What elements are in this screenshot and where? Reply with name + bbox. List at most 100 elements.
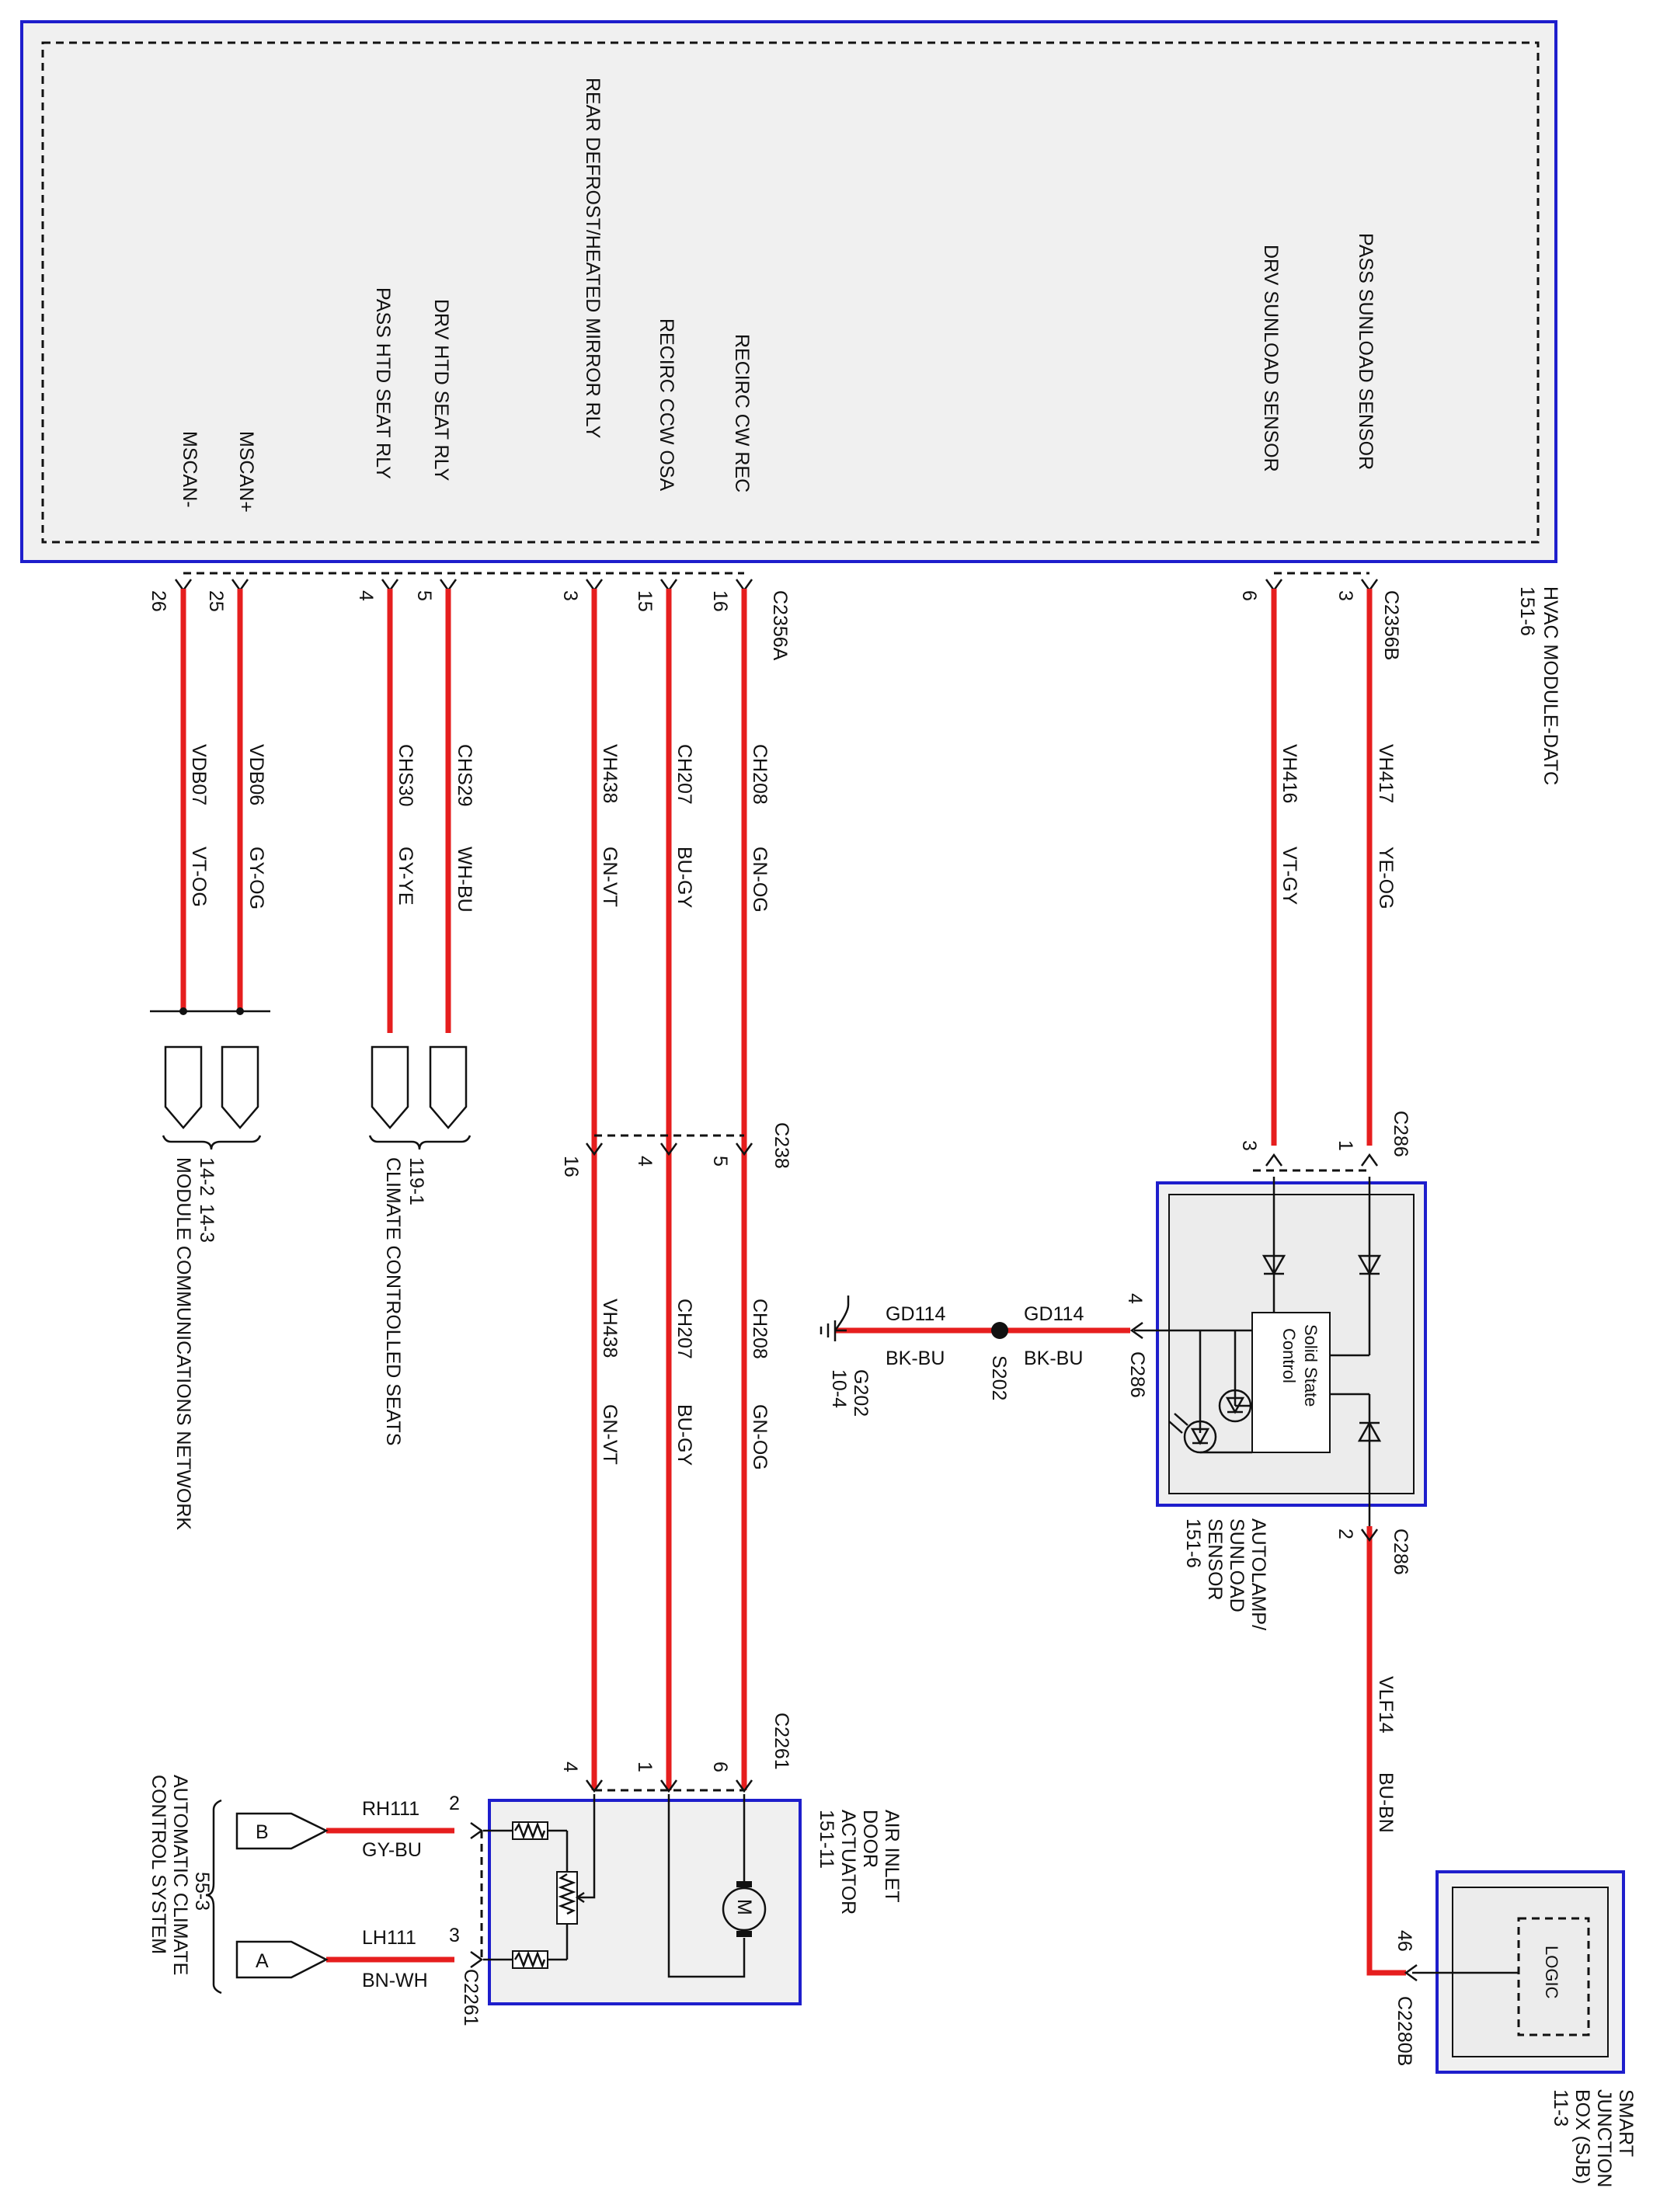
mcn-name: MODULE COMMUNICATIONS NETWORK [172, 1157, 194, 1530]
hvac-module-ref: 151-6 [1516, 586, 1538, 636]
wire-vh438: VH438 [599, 744, 621, 803]
c238-pin-16: 16 [560, 1156, 582, 1177]
acc-pin-a: A [256, 1950, 269, 1972]
c238-pin-5: 5 [709, 1156, 731, 1167]
wire-vlf14-color: BU-BN [1375, 1772, 1397, 1833]
sjb-logic: LOGIC [1542, 1946, 1561, 1999]
connector-c286-left: C286 [1126, 1351, 1148, 1398]
actuator-ref: 151-11 [816, 1810, 837, 1869]
pin-label-rear-defrost: REAR DEFROST/HEATED MIRROR RLY [582, 78, 604, 439]
c2261-pin-6: 6 [709, 1762, 731, 1772]
sensor-inner-1: Solid State [1301, 1324, 1321, 1407]
wire-rh111: RH111 [362, 1798, 419, 1820]
wire-gd114-b: GD114 [1024, 1303, 1084, 1325]
wires [180, 589, 1406, 1976]
pin-label-drv-htd-seat: DRV HTD SEAT RLY [430, 299, 452, 482]
c286-pin-1: 1 [1335, 1140, 1356, 1151]
wire-gd114-b-color: BK-BU [1024, 1348, 1083, 1369]
pin-25: 25 [205, 590, 227, 612]
c238-connector [585, 1134, 753, 1156]
ground-label-g202: G202 [850, 1369, 872, 1417]
c286-pin-4: 4 [1124, 1293, 1146, 1304]
connector-c2261-top: C2261 [771, 1713, 792, 1770]
wire-ch208: CH208 [749, 744, 771, 805]
sjb-name-3: BOX (SJB) [1571, 2089, 1593, 2184]
ground-g202 [820, 1296, 1008, 1341]
pin-label-mscan-minus: MSCAN- [179, 431, 200, 508]
ground-ref: 10-4 [828, 1369, 850, 1408]
wire-ch208-b-color: GN-OG [749, 1404, 771, 1470]
sensor-name-3: SENSOR [1204, 1518, 1226, 1601]
wire-gd114-a-color: BK-BU [886, 1348, 945, 1369]
air-inlet-door-actuator [469, 1779, 802, 2005]
pin-label-recirc-ccw: RECIRC CCW OSA [656, 318, 677, 492]
actuator-name-3: ACTUATOR [837, 1810, 859, 1915]
wire-vh438-b-color: GN-VT [599, 1404, 621, 1465]
splice-label-s202: S202 [988, 1355, 1010, 1400]
sensor-name-1: AUTOLAMP/ [1248, 1518, 1269, 1630]
pin-3b: 3 [1335, 590, 1356, 601]
smart-junction-box [1404, 1870, 1625, 2074]
motor-label: M [733, 1899, 755, 1915]
mcn-ref-1: 14-2 [196, 1157, 218, 1196]
c286-pin-2: 2 [1335, 1529, 1356, 1539]
ccs-ref: 119-1 [405, 1157, 427, 1205]
connector-c2261-left: C2261 [460, 1969, 482, 2026]
sjb-name-1: SMART [1615, 2089, 1637, 2157]
wire-lh111: LH111 [362, 1927, 416, 1949]
wire-ch208-color: GN-OG [749, 847, 771, 913]
automatic-climate-control-system [205, 1799, 329, 1995]
wire-vdb07: VDB07 [188, 744, 210, 805]
wire-vh438-color: GN-VT [599, 847, 621, 907]
pin-label-pass-htd-seat: PASS HTD SEAT RLY [372, 287, 394, 479]
hvac-module [20, 20, 1557, 563]
connector-c2356b: C2356B [1380, 590, 1402, 660]
sjb-pin-46: 46 [1394, 1930, 1415, 1952]
mcn-ref-2: 14-3 [196, 1204, 218, 1243]
module-pin-arrows [174, 578, 1379, 592]
connector-c286-bottom: C286 [1390, 1529, 1411, 1575]
pin-26: 26 [148, 590, 169, 612]
ccs-name: CLIMATE CONTROLLED SEATS [382, 1157, 404, 1445]
pin-3: 3 [559, 590, 581, 601]
wire-chs29-color: WH-BU [454, 847, 475, 913]
pin-label-recirc-cw: RECIRC CW REC [731, 334, 753, 492]
pin-5: 5 [413, 590, 435, 601]
pin-4: 4 [355, 590, 377, 601]
c238-pin-4: 4 [634, 1156, 656, 1167]
wire-vh416: VH416 [1279, 744, 1300, 803]
sjb-name-2: JUNCTION [1593, 2089, 1615, 2187]
pin-6: 6 [1238, 590, 1260, 601]
climate-controlled-seats [368, 1045, 472, 1150]
pin-15: 15 [634, 590, 656, 612]
wire-vh438-b: VH438 [599, 1299, 621, 1358]
actuator-name-2: DOOR [859, 1810, 881, 1868]
wire-chs30-color: GY-YE [395, 847, 416, 906]
wire-vdb06-color: GY-OG [245, 847, 267, 909]
wire-lh111-color: BN-WH [362, 1970, 428, 1991]
hvac-module-name: HVAC MODULE-DATC [1540, 586, 1561, 785]
pin-16: 16 [709, 590, 731, 612]
wire-ch207-color: BU-GY [673, 847, 695, 909]
pin-label-mscan-plus: MSCAN+ [235, 431, 257, 513]
c2261-pin-1: 1 [634, 1762, 656, 1772]
wire-gd114-a: GD114 [886, 1303, 945, 1325]
wire-vh417: VH417 [1375, 744, 1397, 803]
wire-vh416-color: VT-GY [1279, 847, 1300, 905]
acc-name-2: CONTROL SYSTEM [148, 1775, 169, 1954]
connector-c2280b: C2280B [1394, 1996, 1415, 2066]
sensor-ref: 151-6 [1182, 1518, 1204, 1568]
acc-pin-b: B [256, 1821, 269, 1843]
wire-ch207-b: CH207 [673, 1299, 695, 1359]
hvac-pin-labels: MSCAN- MSCAN+ PASS HTD SEAT RLY DRV HTD … [179, 78, 1376, 513]
autolamp-sunload-sensor [1130, 1153, 1427, 1542]
wire-ch207: CH207 [673, 744, 695, 805]
wire-vdb07-color: VT-OG [188, 847, 210, 907]
wire-rh111-color: GY-BU [362, 1839, 422, 1861]
wire-vh417-color: YE-OG [1375, 847, 1397, 909]
sensor-name-2: SUNLOAD [1226, 1518, 1248, 1612]
c286-pin-3: 3 [1238, 1140, 1260, 1151]
module-pin-numbers: 26 25 4 5 3 15 16 6 3 [148, 590, 1356, 612]
pin-label-drv-sunload: DRV SUNLOAD SENSOR [1260, 245, 1282, 472]
